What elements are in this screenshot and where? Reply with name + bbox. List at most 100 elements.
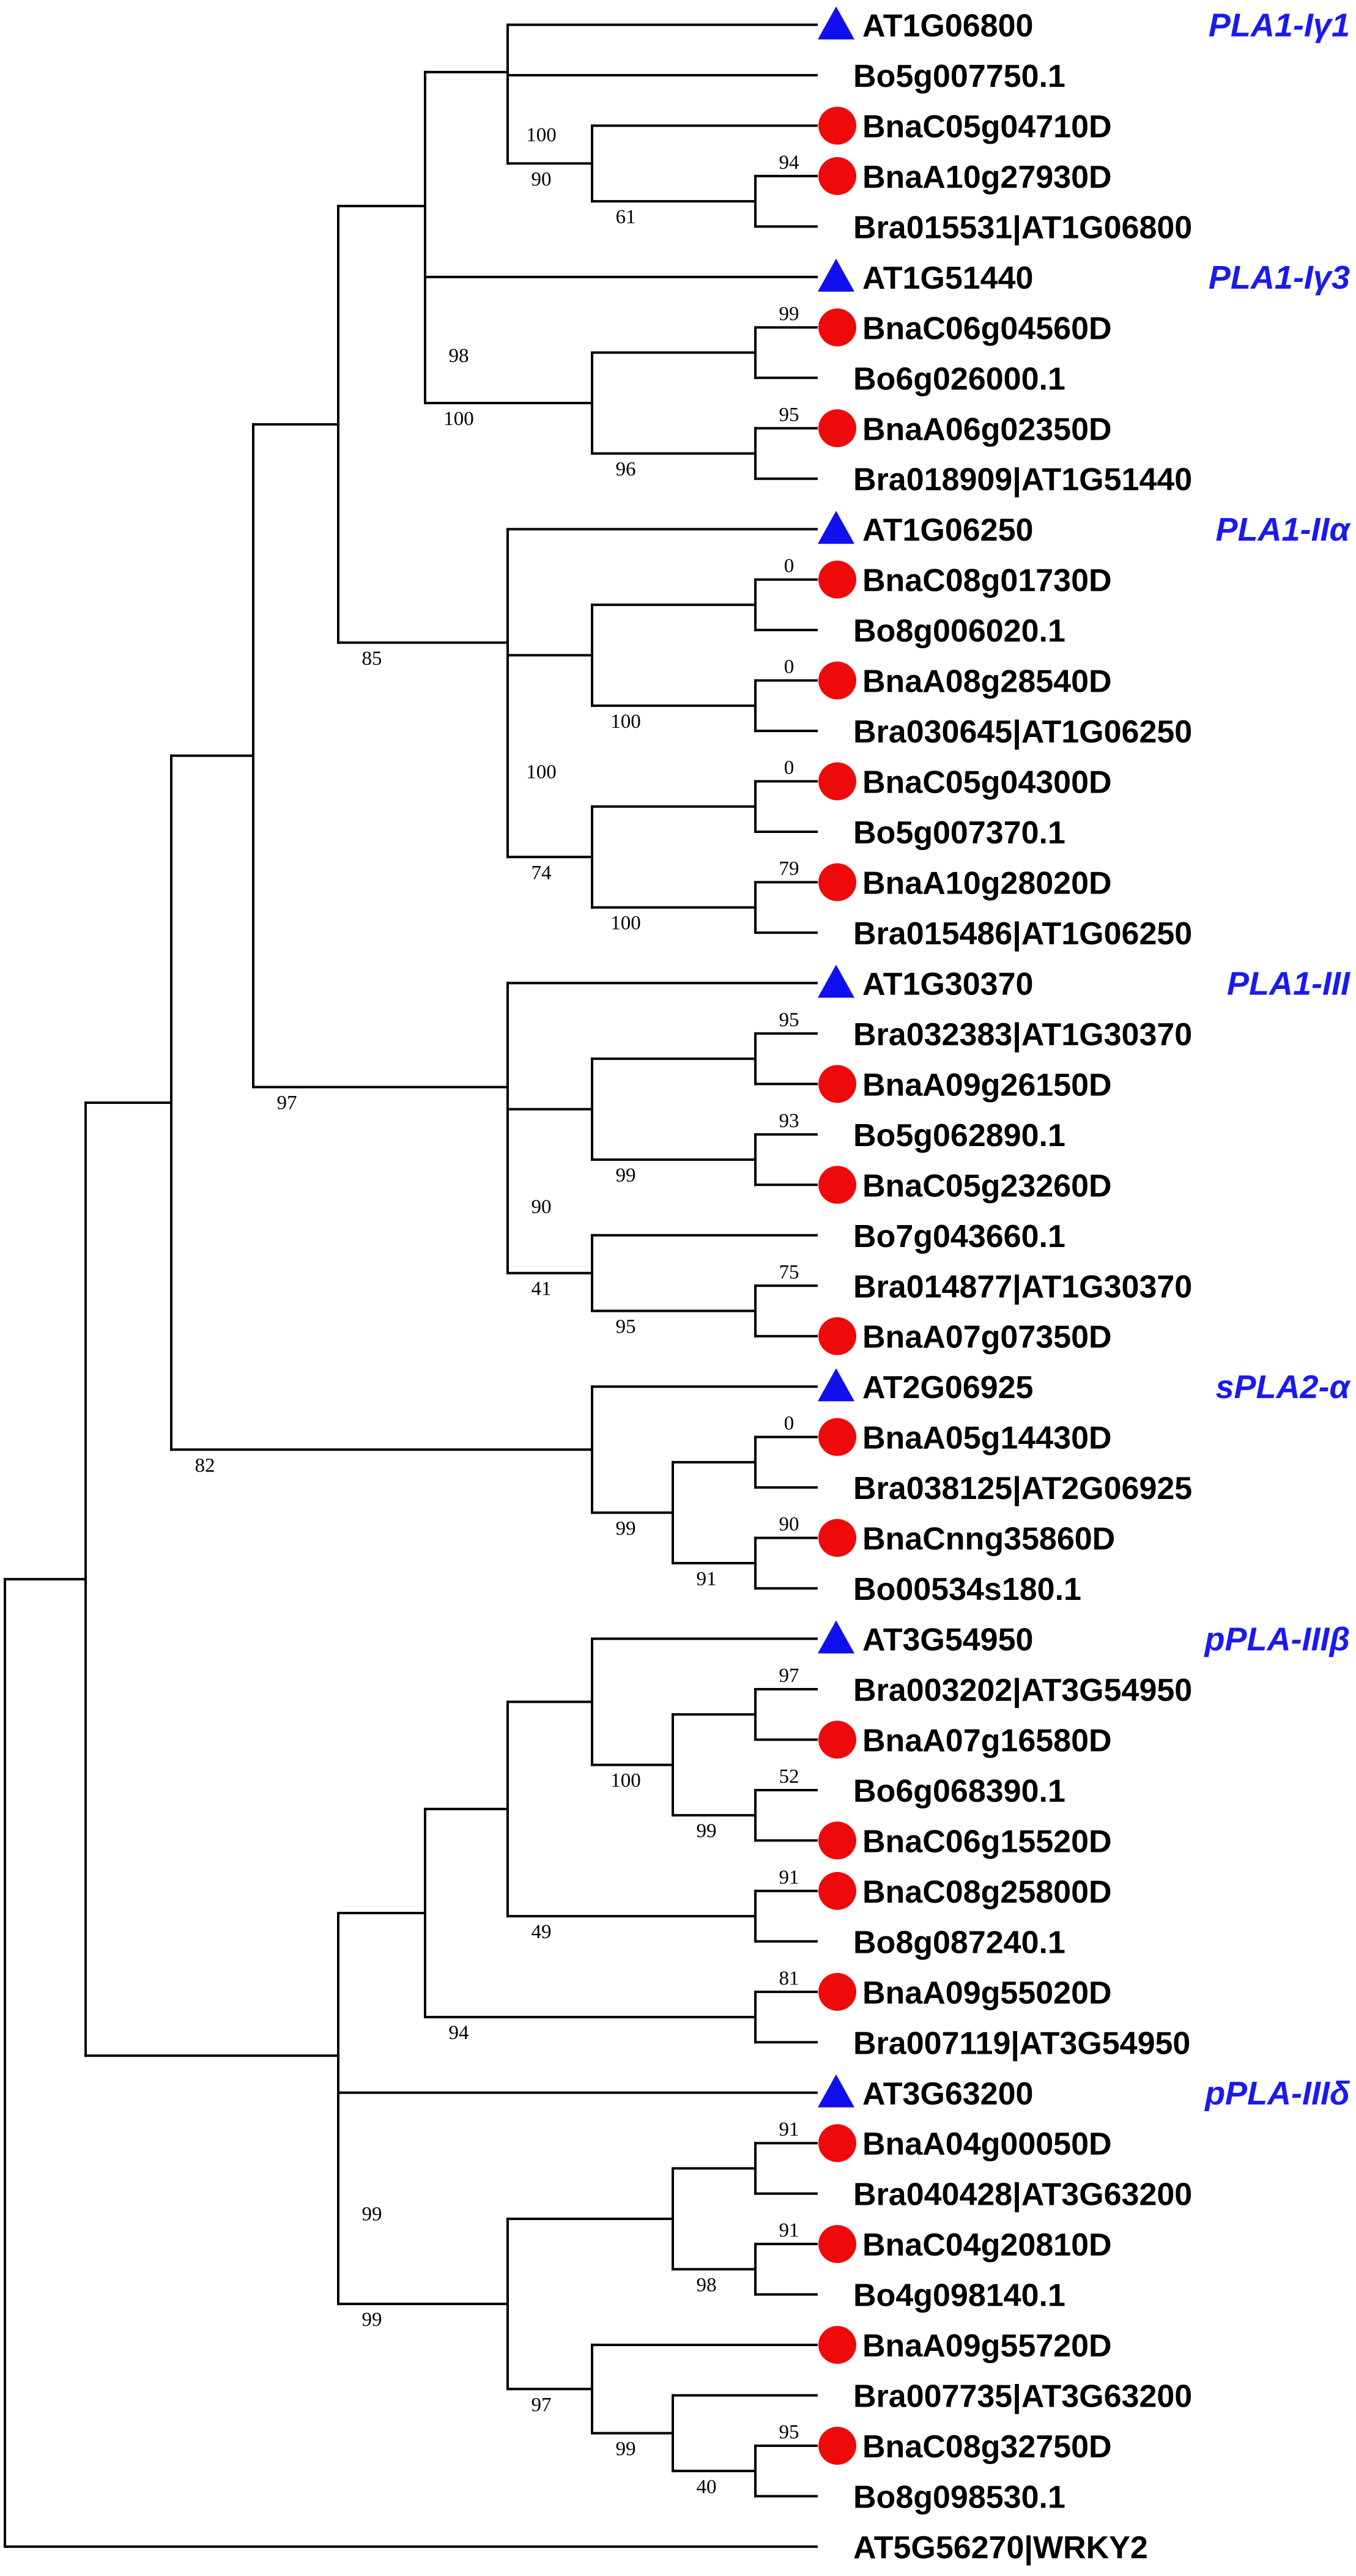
leaf-row: Bra014877|AT1G30370 <box>853 1269 1192 1305</box>
leaf-label: BnaA10g28020D <box>862 865 1112 901</box>
leaf-label: Bo8g087240.1 <box>853 1925 1065 1960</box>
leaf-row: AT3G54950 pPLA-IIIβ <box>818 1620 1350 1658</box>
leaf-label: BnaA09g26150D <box>862 1067 1112 1103</box>
leaf-label: Bo5g062890.1 <box>853 1118 1065 1153</box>
bootstrap-value: 82 <box>195 1454 215 1476</box>
leaf-label: Bra003202|AT3G54950 <box>853 1673 1192 1708</box>
leaf-label: Bo8g098530.1 <box>853 2480 1065 2515</box>
leaf-label: BnaA05g14430D <box>862 1421 1112 1456</box>
bootstrap-value: 0 <box>784 555 795 577</box>
bootstrap-value: 0 <box>784 656 795 678</box>
leaf-label: Bo00534s180.1 <box>853 1572 1081 1607</box>
leaf-label: BnaA08g28540D <box>862 664 1112 700</box>
bootstrap-value: 90 <box>532 168 552 190</box>
leaf-label: Bra038125|AT2G06925 <box>853 1471 1192 1506</box>
leaf-label: BnaC05g04710D <box>862 109 1112 144</box>
leaf-row: Bo6g068390.1 <box>853 1774 1065 1809</box>
bootstrap-value: 97 <box>532 2394 552 2416</box>
leaf-label: Bo5g007750.1 <box>853 59 1065 94</box>
bootstrap-value: 74 <box>532 862 552 884</box>
leaf-label: BnaA07g07350D <box>862 1320 1112 1355</box>
red-circle-icon <box>818 1166 856 1204</box>
bootstrap-value: 91 <box>779 2119 799 2141</box>
bootstrap-value: 0 <box>784 757 795 779</box>
leaf-row: BnaA04g00050D <box>818 2124 1112 2163</box>
leaf-row: Bra040428|AT3G63200 <box>853 2177 1192 2213</box>
red-circle-icon <box>818 1519 856 1557</box>
blue-triangle-icon <box>818 511 854 544</box>
bootstrap-value: 100 <box>526 124 557 146</box>
leaf-label: BnaA09g55720D <box>862 2328 1112 2364</box>
leaf-row: BnaA05g14430D <box>818 1418 1112 1456</box>
bootstrap-value: 79 <box>779 857 799 879</box>
leaf-label: BnaC08g01730D <box>862 563 1112 599</box>
leaf-row: Bo8g087240.1 <box>853 1925 1065 1960</box>
leaf-label: Bo6g026000.1 <box>853 361 1065 397</box>
red-circle-icon <box>818 1065 856 1103</box>
leaf-row: Bra015531|AT1G06800 <box>853 210 1192 245</box>
bootstrap-value: 91 <box>779 2219 799 2241</box>
bootstrap-value: 100 <box>526 761 557 783</box>
leaf-row: Bra038125|AT2G06925 <box>853 1471 1192 1506</box>
leaf-label: BnaA04g00050D <box>862 2126 1112 2162</box>
subfamily-label: pPLA-IIIδ <box>1204 2075 1350 2112</box>
leaf-row: BnaC05g04300D <box>818 762 1112 801</box>
red-circle-icon <box>818 2326 856 2364</box>
bootstrap-value: 40 <box>697 2476 717 2498</box>
leaf-label: AT5G56270|WRKY2 <box>853 2530 1148 2566</box>
bootstrap-value: 94 <box>449 2022 469 2044</box>
leaf-label: Bo4g098140.1 <box>853 2278 1065 2314</box>
leaf-label: BnaCnng35860D <box>862 1522 1115 1557</box>
subfamily-label: PLA1-Iγ1 <box>1209 7 1350 44</box>
bootstrap-value: 75 <box>779 1261 799 1283</box>
leaf-row: Bo00534s180.1 <box>853 1572 1081 1607</box>
bootstrap-value: 95 <box>779 1009 799 1031</box>
bootstrap-value: 99 <box>362 2309 382 2331</box>
leaf-label: Bo7g043660.1 <box>853 1219 1065 1254</box>
leaf-label: BnaA06g02350D <box>862 412 1112 447</box>
leaf-label: BnaA09g55020D <box>862 1975 1112 2011</box>
leaf-label: Bra030645|AT1G06250 <box>853 714 1192 750</box>
leaf-label: BnaC05g04300D <box>862 765 1112 801</box>
bootstrap-value: 99 <box>697 1820 717 1842</box>
leaf-label: AT3G54950 <box>862 1623 1033 1658</box>
leaf-label: AT2G06925 <box>862 1370 1033 1405</box>
red-circle-icon <box>818 762 856 801</box>
bootstrap-value: 98 <box>697 2274 717 2296</box>
leaf-row: BnaA09g26150D <box>818 1065 1112 1103</box>
leaf-row: Bo4g098140.1 <box>853 2278 1065 2314</box>
subfamily-label: PLA1-III <box>1227 965 1350 1002</box>
leaf-label: BnaC06g04560D <box>862 311 1112 346</box>
leaf-row: BnaC04g20810D <box>818 2225 1112 2263</box>
leaf-row: Bra003202|AT3G54950 <box>853 1673 1192 1708</box>
leaf-row: Bra007119|AT3G54950 <box>853 2026 1190 2061</box>
bootstrap-value: 100 <box>610 711 641 733</box>
bootstrap-value: 98 <box>449 345 469 367</box>
leaf-label: AT1G06250 <box>862 513 1033 548</box>
leaf-row: Bra015486|AT1G06250 <box>853 916 1192 952</box>
leaf-row: BnaA09g55720D <box>818 2326 1112 2364</box>
blue-triangle-icon <box>818 258 854 292</box>
subfamily-label: PLA1-Iγ3 <box>1209 259 1350 296</box>
bootstrap-value: 95 <box>779 2421 799 2443</box>
leaf-row: BnaC06g15520D <box>818 1821 1112 1860</box>
leaf-label: Bra014877|AT1G30370 <box>853 1269 1192 1305</box>
bootstrap-value: 96 <box>616 458 636 480</box>
subfamily-label: sPLA2-α <box>1215 1369 1351 1405</box>
leaf-label: BnaC08g25800D <box>862 1875 1112 1910</box>
bootstrap-value: 94 <box>779 152 799 174</box>
leaf-row: Bra032383|AT1G30370 <box>853 1017 1192 1053</box>
red-circle-icon <box>818 560 856 599</box>
leaf-label: Bra007735|AT3G63200 <box>853 2379 1192 2415</box>
subfamily-label: pPLA-IIIβ <box>1204 1621 1350 1658</box>
leaf-label: BnaC05g23260D <box>862 1168 1112 1204</box>
bootstrap-value: 85 <box>362 648 382 670</box>
leaf-row: BnaA09g55020D <box>818 1972 1112 2011</box>
subfamily-label: PLA1-IIα <box>1215 511 1351 548</box>
bootstrap-value: 99 <box>616 2438 636 2460</box>
leaf-label: BnaA07g16580D <box>862 1723 1112 1758</box>
bootstrap-value: 95 <box>779 404 799 426</box>
leaf-label: Bra015531|AT1G06800 <box>853 210 1192 245</box>
leaf-row: Bo5g007750.1 <box>853 59 1065 94</box>
